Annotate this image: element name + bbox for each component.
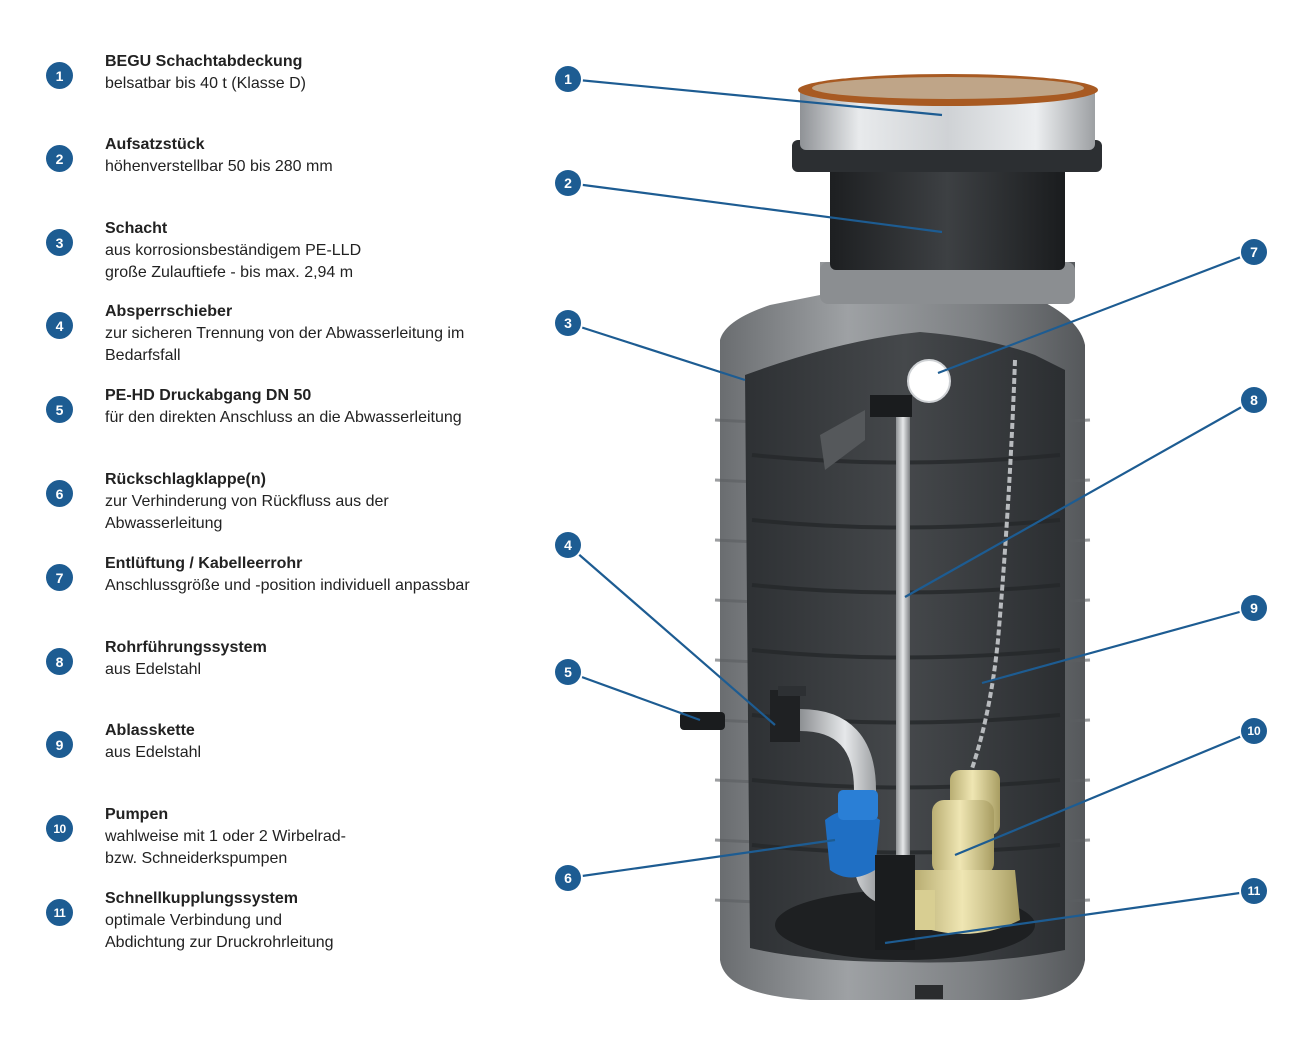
legend-desc-9a: aus Edelstahl <box>105 744 202 761</box>
leader-line-6 <box>567 838 836 880</box>
legend-desc-6a: zur Verhinderung von Rückfluss aus der <box>105 493 389 510</box>
legend-desc-2a: höhenverstellbar 50 bis 280 mm <box>105 158 333 175</box>
marker-8: 8 <box>1241 387 1267 413</box>
cover-lid-inset <box>812 77 1084 99</box>
leader-lines <box>567 77 1255 945</box>
legend-badge-1: 1 <box>46 62 73 89</box>
legend-title-1: BEGU Schachtabdeckung <box>105 53 303 70</box>
legend-badge-5: 5 <box>46 396 73 423</box>
shaft-foot <box>915 985 943 999</box>
leader-line-2 <box>567 181 943 234</box>
legend-badge-8: 8 <box>46 648 73 675</box>
legend-badge-9: 9 <box>46 731 73 758</box>
legend-desc-3b: große Zulauftiefe - bis max. 2,94 m <box>105 264 354 281</box>
legend-desc-1a: belsatbar bis 40 t (Klasse D) <box>105 75 306 92</box>
marker-2: 2 <box>555 170 581 196</box>
legend-badge-10: 10 <box>46 815 73 842</box>
marker-5: 5 <box>555 659 581 685</box>
vent-opening <box>907 359 951 403</box>
legend-desc-7a: Anschlussgröße und -position individuell… <box>105 577 470 594</box>
check-valve <box>825 810 880 878</box>
legend-badge-7: 7 <box>46 564 73 591</box>
legend-title-5: PE-HD Druckabgang DN 50 <box>105 387 312 404</box>
legend-title-4: Absperrschieber <box>105 303 233 320</box>
legend-desc-10b: bzw. Schneiderkspumpen <box>105 850 288 867</box>
bracket-plate <box>820 410 865 470</box>
leader-line-7 <box>937 250 1255 375</box>
leader-line-1 <box>567 77 943 117</box>
discharge-pipe <box>799 709 893 906</box>
legend-desc-5a: für den direkten Anschluss an die Abwass… <box>105 409 462 426</box>
legend-badge-6: 6 <box>46 480 73 507</box>
marker-7: 7 <box>1241 239 1267 265</box>
legend-title-8: Rohrführungssystem <box>105 639 267 656</box>
pump-shaft-illustration: 1 2 3 4 5 6 7 8 9 10 11 <box>520 0 1296 1047</box>
leader-line-10 <box>954 729 1255 857</box>
guide-rail <box>896 395 910 865</box>
leader-line-3 <box>567 321 746 382</box>
rail-bracket-top <box>870 395 912 417</box>
legend-badge-3: 3 <box>46 229 73 256</box>
legend-desc-6b: Abwasserleitung <box>105 515 223 532</box>
marker-11: 11 <box>1241 878 1267 904</box>
leader-line-5 <box>567 670 701 722</box>
drain-chain <box>966 359 1017 781</box>
legend-desc-4a: zur sicheren Trennung von der Abwasserle… <box>105 325 465 342</box>
gate-valve-handle <box>778 686 806 696</box>
marker-3: 3 <box>555 310 581 336</box>
legend-title-7: Entlüftung / Kabelleerrohr <box>105 555 303 572</box>
legend-desc-4b: Bedarfsfall <box>105 347 181 364</box>
legend-desc-8a: aus Edelstahl <box>105 661 202 678</box>
legend-desc-3a: aus korrosionsbeständigem PE-LLD <box>105 242 362 259</box>
shaft-neck <box>820 262 1075 304</box>
extension-piece <box>830 165 1065 270</box>
legend-title-10: Pumpen <box>105 806 169 823</box>
legend-desc-10a: wahlweise mit 1 oder 2 Wirbelrad- <box>105 828 346 845</box>
legend-title-3: Schacht <box>105 220 168 237</box>
legend-badge-11: 11 <box>46 899 73 926</box>
legend-badge-4: 4 <box>46 312 73 339</box>
leader-line-8 <box>904 399 1255 598</box>
pump-volute <box>915 870 1020 934</box>
gate-valve <box>770 690 800 742</box>
legend-title-11: Schnellkupplungssystem <box>105 890 298 907</box>
legend-title-2: Aufsatzstück <box>105 136 205 153</box>
legend-desc-11a: optimale Verbindung und <box>105 912 283 929</box>
legend-desc-11b: Abdichtung zur Druckrohrleitung <box>105 934 334 951</box>
leader-line-9 <box>981 606 1255 685</box>
pump-front <box>932 800 994 875</box>
shaft-cutaway-drawing <box>567 74 1255 1000</box>
legend-title-9: Ablasskette <box>105 722 195 739</box>
marker-1: 1 <box>555 66 581 92</box>
check-valve-body <box>838 790 878 820</box>
legend-badge-2: 2 <box>46 145 73 172</box>
legend-title-6: Rückschlagklappe(n) <box>105 471 266 488</box>
marker-9: 9 <box>1241 595 1267 621</box>
leader-line-11 <box>884 889 1255 945</box>
quick-coupling <box>875 855 915 950</box>
leader-line-4 <box>567 544 776 726</box>
legend-list: 1 BEGU Schachtabdeckung belsatbar bis 40 … <box>0 0 520 1047</box>
marker-6: 6 <box>555 865 581 891</box>
marker-10: 10 <box>1241 718 1267 744</box>
marker-4: 4 <box>555 532 581 558</box>
